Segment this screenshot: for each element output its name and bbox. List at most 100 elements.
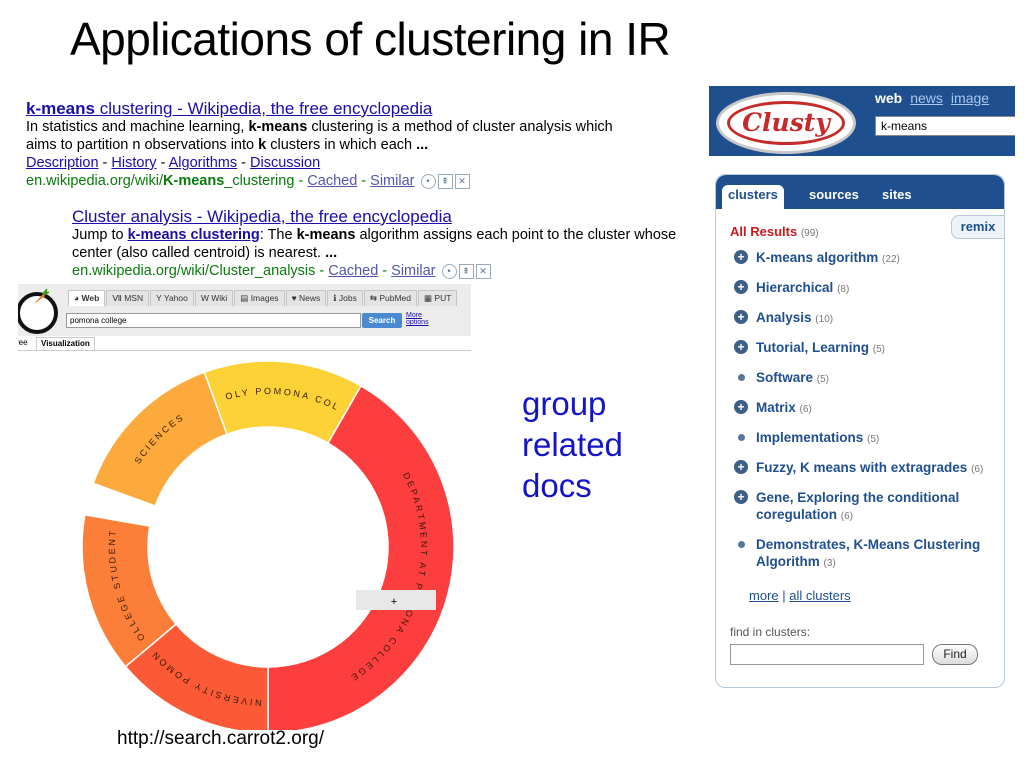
cluster-list: +K-means algorithm (22) +Hierarchical (8…: [734, 249, 996, 583]
cluster-item[interactable]: +Analysis (10): [734, 309, 996, 328]
result-url: en.wikipedia.org/wiki/K-means_clustering…: [26, 172, 613, 190]
expand-plus-icon[interactable]: +: [734, 310, 748, 324]
expand-plus-icon[interactable]: +: [734, 460, 748, 474]
slide-title: Applications of clustering in IR: [70, 13, 671, 65]
cluster-segment[interactable]: [81, 513, 178, 668]
nav-image[interactable]: image: [950, 90, 990, 106]
search-results-panel: k-means clustering - Wikipedia, the free…: [18, 86, 708, 291]
carrot2-toolbar: ◕ Web Ⅶ MSN Y Yahoo W Wiki ▤ Images ♥ Ne…: [18, 284, 471, 336]
cluster-item[interactable]: Software (5): [734, 369, 996, 388]
carrot2-logo: [18, 292, 58, 334]
news-icon: ♥: [291, 293, 297, 303]
sitelink-algorithms[interactable]: Algorithms: [168, 155, 238, 171]
cluster-item[interactable]: +K-means algorithm (22): [734, 249, 996, 268]
source-tabs: ◕ Web Ⅶ MSN Y Yahoo W Wiki ▤ Images ♥ Ne…: [68, 290, 458, 306]
nav-news[interactable]: news: [910, 90, 943, 106]
carrot-icon: [34, 288, 50, 304]
result-sitelinks: Description - History - Algorithms - Dis…: [26, 155, 321, 171]
expand-bar[interactable]: [356, 590, 436, 610]
tab-sources[interactable]: sources: [809, 187, 859, 202]
cluster-item[interactable]: +Tutorial, Learning (5): [734, 339, 996, 358]
result-url: en.wikipedia.org/wiki/Cluster_analysis -…: [72, 262, 676, 280]
wiki-icon: W: [200, 293, 209, 303]
carrot2-panel: ◕ Web Ⅶ MSN Y Yahoo W Wiki ▤ Images ♥ Ne…: [18, 284, 471, 730]
cluster-item[interactable]: +Gene, Exploring the conditional coregul…: [734, 489, 996, 525]
source-url: http://search.carrot2.org/: [117, 728, 324, 749]
cluster-item[interactable]: Implementations (5): [734, 429, 996, 448]
tab-sites[interactable]: sites: [882, 187, 912, 202]
web-icon: ◕: [74, 293, 80, 303]
tab-visualization[interactable]: Visualization: [36, 337, 95, 350]
nav-web[interactable]: web: [875, 90, 903, 106]
clusty-search-input[interactable]: k-means: [875, 116, 1015, 136]
promote-icon[interactable]: ⇞: [458, 263, 474, 279]
comment-icon[interactable]: •: [420, 173, 436, 189]
comment-icon[interactable]: •: [441, 263, 457, 279]
carrot2-search-button[interactable]: Search: [362, 313, 402, 328]
expand-plus[interactable]: +: [391, 596, 397, 608]
jobs-icon: ℹ: [333, 293, 337, 303]
cluster-segment[interactable]: [267, 384, 455, 730]
clusters-panel: clusters sources sites remix All Results…: [715, 174, 1005, 688]
find-in-clusters-input[interactable]: [730, 644, 924, 665]
cluster-item[interactable]: +Matrix (6): [734, 399, 996, 418]
msn-icon: Ⅶ: [112, 293, 122, 303]
expand-plus-icon[interactable]: +: [734, 250, 748, 264]
cached-link[interactable]: Cached: [307, 173, 358, 189]
remix-button[interactable]: remix: [951, 215, 1004, 239]
remove-icon[interactable]: ✕: [454, 173, 470, 189]
sitelink-description[interactable]: Description: [26, 155, 99, 171]
images-icon: ▤: [240, 293, 249, 303]
sitelink-discussion[interactable]: Discussion: [250, 155, 321, 171]
clusty-logo[interactable]: Clusty: [716, 92, 856, 154]
cluster-donut-visualization[interactable]: SCIENCESCAL POLY POMONA COLLEGEDEPARTMEN…: [18, 350, 471, 730]
expand-plus-icon[interactable]: +: [734, 400, 748, 414]
find-in-clusters-label: find in clusters:: [730, 625, 811, 639]
all-results-link[interactable]: All Results (99): [730, 224, 819, 239]
cluster-item[interactable]: +Hierarchical (8): [734, 279, 996, 298]
result-snippet: In statistics and machine learning, k-me…: [26, 119, 613, 153]
result-snippet: Jump to k-means clustering: The k-means …: [72, 227, 677, 261]
view-tabs: ree Visualization: [18, 336, 471, 351]
tab-news[interactable]: ♥ News: [285, 290, 327, 306]
result-title-link[interactable]: k-means clustering - Wikipedia, the free…: [26, 99, 433, 118]
similar-link[interactable]: Similar: [370, 173, 415, 189]
carrot2-search-input[interactable]: pomona college: [66, 313, 361, 328]
tab-pubmed[interactable]: ⇆ PubMed: [363, 290, 417, 306]
tab-wiki[interactable]: W Wiki: [194, 290, 234, 306]
pubmed-icon: ⇆: [369, 293, 377, 303]
cluster-item[interactable]: +Fuzzy, K means with extragrades (6): [734, 459, 996, 478]
result-title-link[interactable]: Cluster analysis - Wikipedia, the free e…: [72, 207, 452, 226]
expand-plus-icon[interactable]: +: [734, 340, 748, 354]
tab-yahoo[interactable]: Y Yahoo: [150, 290, 194, 306]
tab-put[interactable]: ▦ PUT: [418, 290, 458, 306]
expand-plus-icon[interactable]: +: [734, 490, 748, 504]
tab-web[interactable]: ◕ Web: [68, 290, 106, 306]
cluster-item[interactable]: Demonstrates, K-Means Clustering Algorit…: [734, 536, 996, 572]
find-button[interactable]: Find: [932, 644, 978, 665]
expand-plus-icon[interactable]: +: [734, 280, 748, 294]
cached-link[interactable]: Cached: [328, 263, 379, 279]
tab-images[interactable]: ▤ Images: [234, 290, 285, 306]
remove-icon[interactable]: ✕: [475, 263, 491, 279]
sitelink-history[interactable]: History: [111, 155, 157, 171]
clusters-panel-tabs: clusters sources sites: [716, 175, 1004, 210]
tab-jobs[interactable]: ℹ Jobs: [327, 290, 363, 306]
bullet-icon: [738, 434, 745, 441]
promote-icon[interactable]: ⇞: [437, 173, 453, 189]
more-clusters-link[interactable]: more: [749, 588, 779, 603]
similar-link[interactable]: Similar: [391, 263, 436, 279]
search-result: k-means clustering - Wikipedia, the free…: [26, 100, 613, 190]
all-clusters-link[interactable]: all clusters: [789, 588, 851, 603]
tab-clusters[interactable]: clusters: [722, 185, 784, 210]
jump-to-link[interactable]: k-means clustering: [127, 227, 260, 243]
tab-tree[interactable]: ree: [18, 338, 28, 347]
search-result: Cluster analysis - Wikipedia, the free e…: [72, 208, 676, 280]
tab-msn[interactable]: Ⅶ MSN: [106, 290, 150, 306]
yahoo-icon: Y: [156, 293, 162, 303]
cluster-footer-links: more | all clusters: [749, 588, 851, 603]
